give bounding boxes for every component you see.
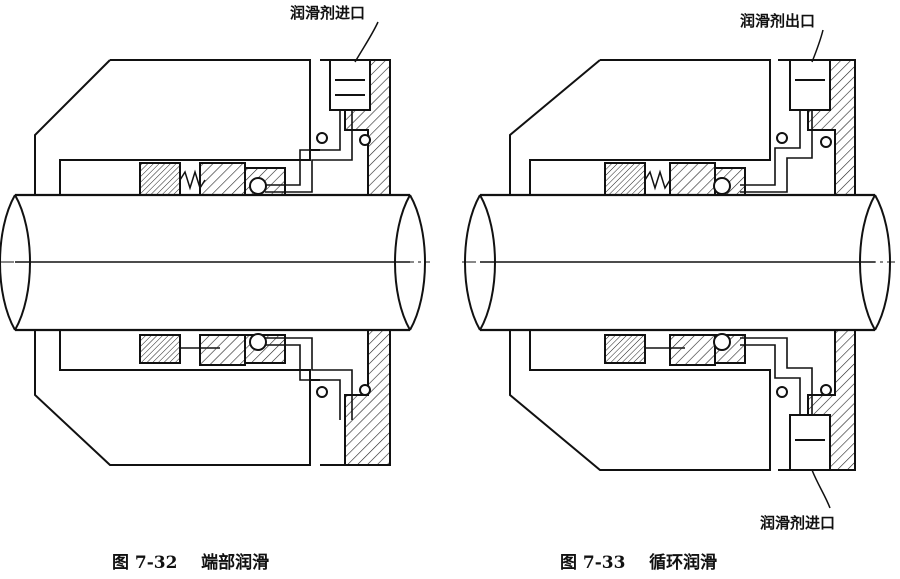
label-lubricant-inlet-fig33: 润滑剂进口 [760, 514, 836, 532]
inlet-port [789, 414, 831, 471]
seal-ball-upper [249, 177, 267, 195]
shaft [480, 193, 875, 332]
shaft [15, 193, 410, 332]
caption-fig-7-33: 图 7-33 循环润滑 [560, 548, 717, 573]
figure-7-33-circulation-lubrication [462, 29, 895, 509]
caption-number: 图 7-33 [560, 553, 626, 573]
caption-fig-7-32: 图 7-32 端部润滑 [112, 548, 269, 573]
outlet-port [789, 59, 831, 111]
caption-number: 图 7-32 [112, 553, 178, 573]
caption-title: 循环润滑 [649, 553, 718, 573]
spring-seat-lower [139, 334, 181, 364]
gland-lower [320, 329, 391, 466]
lube-channel-lower [265, 344, 341, 420]
outlet-leader [811, 29, 824, 63]
inlet-leader [811, 469, 831, 509]
o-ring [316, 132, 328, 144]
seal-ring-lower [199, 334, 246, 366]
figure-7-32-end-lubrication [0, 21, 430, 466]
lube-channel-upper [265, 110, 341, 186]
spring-seat-upper [139, 162, 181, 196]
seal-ring-upper [199, 162, 246, 196]
inlet-leader [354, 21, 379, 63]
label-lubricant-outlet-fig33: 润滑剂出口 [740, 12, 816, 30]
caption-title: 端部润滑 [201, 553, 270, 573]
inlet-port [329, 59, 371, 111]
label-lubricant-inlet-fig32: 润滑剂进口 [290, 4, 366, 22]
